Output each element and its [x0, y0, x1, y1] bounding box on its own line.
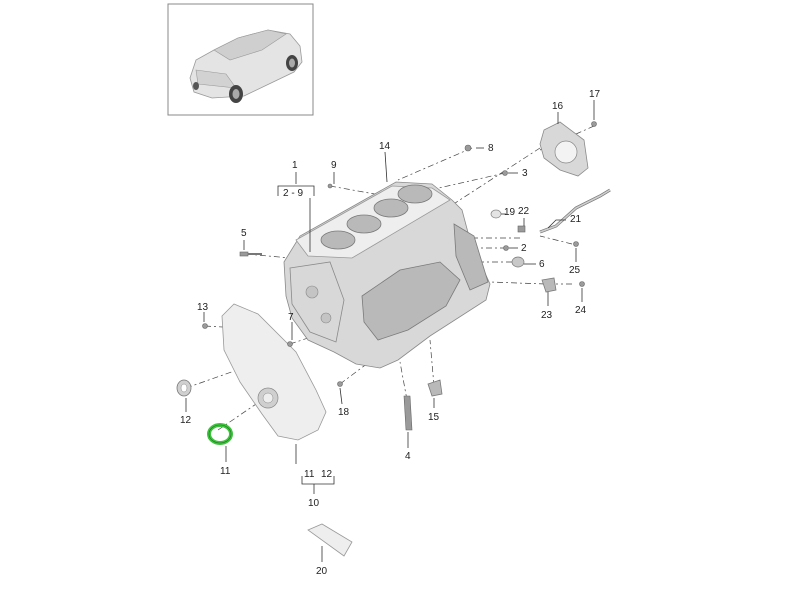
callout-4: 4: [405, 451, 411, 462]
part-15: [427, 379, 443, 397]
timing-cover[interactable]: [221, 303, 327, 441]
callout-7: 7: [288, 312, 294, 323]
callout-14: 14: [379, 141, 391, 152]
bolt-4: [403, 395, 413, 431]
callout-6: 6: [539, 259, 545, 270]
bolt-13: [202, 323, 208, 329]
leader-lines: [185, 100, 595, 562]
vehicle-thumbnail[interactable]: [167, 3, 314, 116]
callout-2-9: 2 - 9: [283, 188, 303, 199]
callout-11: 11: [220, 466, 231, 477]
small-parts: [202, 121, 597, 557]
plug-6: [511, 256, 525, 268]
callout-10: 10: [308, 498, 320, 509]
callout-labels: 1 2 - 9 9 14 8 3 16 17 19 22 21 2 6 25 2…: [180, 89, 601, 577]
callout-23: 23: [541, 310, 553, 321]
bolt-5: [239, 251, 249, 257]
plug-3: [502, 170, 508, 176]
callout-8: 8: [488, 143, 494, 154]
callout-13: 13: [197, 302, 209, 313]
callout-2: 2: [521, 243, 527, 254]
bolt-17: [591, 121, 597, 127]
callout-24: 24: [575, 305, 587, 316]
plug-8: [464, 144, 472, 152]
plug-9: [327, 183, 333, 189]
callout-21: 21: [570, 214, 582, 225]
callout-18: 18: [338, 407, 350, 418]
car-suv-icon: [189, 29, 303, 103]
bolt-24: [579, 281, 585, 287]
tool-20: [307, 523, 353, 557]
callout-5: 5: [241, 228, 247, 239]
callout-12: 12: [180, 415, 192, 426]
callout-9: 9: [331, 160, 337, 171]
callout-1: 1: [292, 160, 298, 171]
callout-3: 3: [522, 168, 528, 179]
callout-22: 22: [518, 206, 530, 217]
callout-12-group: 12: [321, 469, 333, 480]
bolt-18: [337, 381, 343, 387]
bolt-25: [573, 241, 579, 247]
callout-20: 20: [316, 566, 328, 577]
plug-2: [503, 245, 509, 251]
plug-19: [490, 209, 502, 219]
callout-25: 25: [569, 265, 581, 276]
seal-ring[interactable]: [176, 379, 192, 397]
rear-seal-carrier[interactable]: [539, 121, 589, 177]
callout-19: 19: [504, 207, 516, 218]
oil-line[interactable]: [539, 188, 611, 234]
engine-block[interactable]: [283, 181, 491, 369]
callout-17: 17: [589, 89, 601, 100]
bolt-7: [287, 341, 293, 347]
callout-15: 15: [428, 412, 440, 423]
callout-16: 16: [552, 101, 564, 112]
part-22: [517, 225, 526, 233]
highlighted-sealing-ring[interactable]: [207, 423, 233, 445]
sensor-23: [541, 277, 557, 293]
callout-11-group: 11: [304, 469, 315, 480]
